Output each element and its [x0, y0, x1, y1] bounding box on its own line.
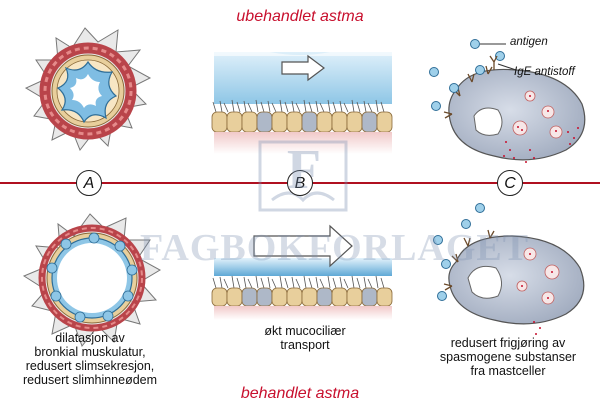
caption-b-line: transport — [280, 338, 330, 352]
caption-a-line: dilatasjon av — [55, 331, 125, 345]
caption-a: dilatasjon av bronkial muskulatur, redus… — [10, 331, 170, 387]
legend-ige: IgE antistoff — [514, 66, 575, 78]
watermark-letter: F — [286, 139, 322, 201]
watermark-text: FAGBOKFORLAGET — [140, 227, 530, 269]
caption-a-line: redusert slimhinneødem — [22, 373, 158, 387]
panel-label-c: C — [497, 170, 523, 196]
caption-c-line: spasmogene substanser — [439, 350, 577, 364]
caption-b: økt mucociliær transport — [230, 324, 380, 352]
watermark-logo — [258, 140, 348, 212]
caption-b-line: økt mucociliær — [264, 324, 346, 338]
caption-c-line: redusert frigjøring av — [450, 336, 566, 350]
panel-label-b: B — [287, 170, 313, 196]
caption-a-line: bronkial muskulatur, — [34, 345, 146, 359]
ige-legend-icon — [489, 55, 498, 70]
caption-c: redusert frigjøring av spasmogene substa… — [428, 336, 588, 378]
title-treated: behandlet astma — [240, 385, 360, 402]
caption-a-line: redusert slimsekresjon, — [25, 359, 155, 373]
caption-c-line: fra mastceller — [470, 364, 546, 378]
epithelium-treated — [211, 224, 393, 320]
title-untreated: ubehandlet astma — [236, 8, 364, 25]
legend-antigen: antigen — [510, 36, 548, 48]
mast-cell-untreated — [429, 39, 586, 163]
airway-dilated — [22, 213, 162, 348]
epithelium-untreated — [211, 48, 393, 154]
antigen-legend-icon — [470, 39, 480, 49]
panel-label-a: A — [76, 170, 102, 196]
airway-constricted — [24, 27, 152, 151]
mast-cell-treated — [433, 203, 585, 335]
